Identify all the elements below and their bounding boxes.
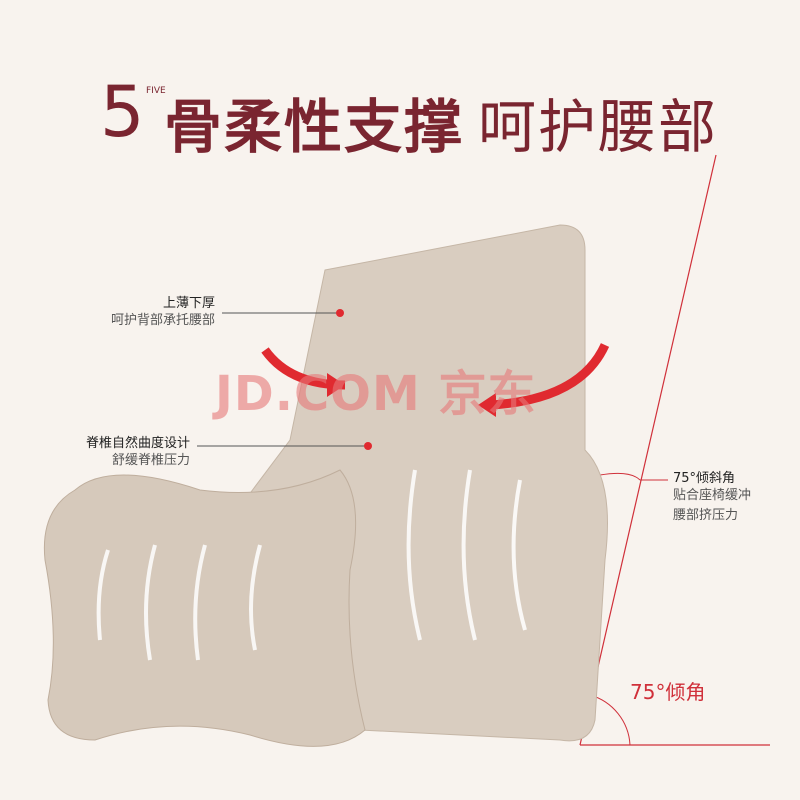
marker-dot-1 [336,309,344,317]
angle-label: 75°倾角 [630,680,706,704]
angle-line [579,154,717,746]
logo-number: 5 [100,71,147,153]
airflow-lines [96,469,527,661]
callout-right: 75°倾斜角 贴合座椅缓冲 腰部挤压力 [673,471,752,523]
arrow-left-head [327,373,345,397]
headline-bold: 骨柔性支撑 [164,93,465,161]
callout-top: 上薄下厚 呵护背部承托腰部 [110,296,215,328]
callout-middle: 脊椎自然曲度设计 舒缓脊椎压力 [85,436,190,468]
headline-thin: 呵护腰部 [478,93,719,161]
logo-small: FIVE [146,86,166,96]
arrow-right-head [478,393,496,417]
angle-arc [589,694,631,746]
arrow-right [489,343,610,410]
neck-pillow [43,469,366,747]
angle-arc-top [599,472,641,481]
marker-dot-2 [364,442,372,450]
watermark: JD.COM 京东 [215,366,537,422]
